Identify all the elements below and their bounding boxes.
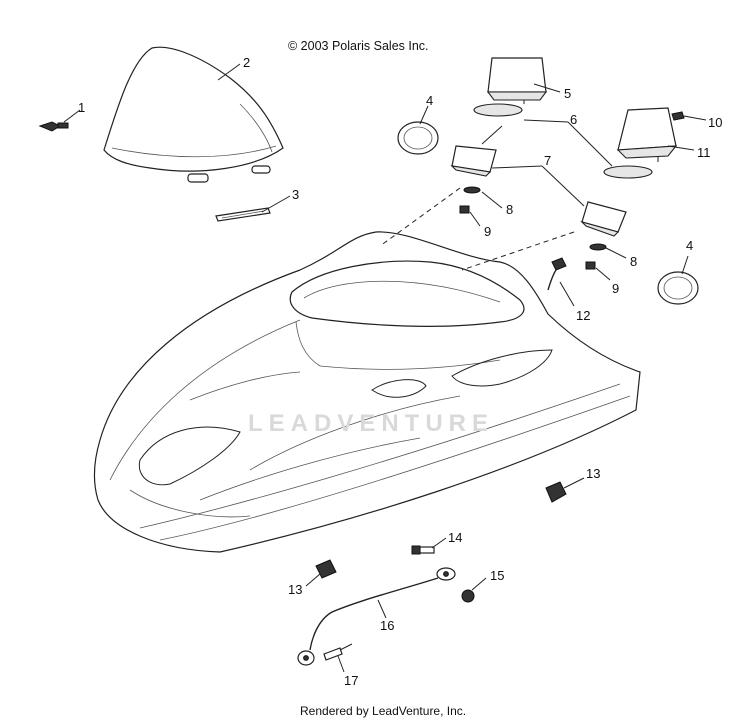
callout-13-right: 13 [586, 466, 601, 481]
callout-5: 5 [564, 86, 572, 101]
switch-12 [547, 257, 567, 291]
nut-9a [459, 205, 470, 214]
callout-11: 11 [697, 145, 711, 160]
callout-13-left: 13 [288, 582, 303, 597]
screw-10 [671, 111, 685, 121]
seal-strip [215, 207, 271, 222]
callout-8-left: 8 [506, 202, 514, 217]
clip-13a [545, 481, 567, 503]
gauge-housing-right [580, 201, 627, 237]
callout-6: 6 [570, 112, 578, 127]
tether-cable [297, 567, 456, 666]
callout-12: 12 [576, 308, 591, 323]
callout-2: 2 [243, 55, 251, 70]
gauge-5 [486, 57, 548, 104]
gauge-bezel-right [657, 271, 699, 305]
gauge-housing-left [450, 145, 497, 177]
assembly-line-left [379, 187, 461, 247]
rivet-17 [323, 643, 353, 661]
callout-4-left: 4 [426, 93, 434, 108]
watermark: LEADVENTURE [248, 410, 495, 437]
oring-8a [463, 186, 481, 194]
callout-10: 10 [708, 115, 723, 130]
callout-1: 1 [78, 100, 86, 115]
nut-9b [585, 261, 596, 270]
callout-15: 15 [490, 568, 505, 583]
callout-16: 16 [380, 618, 395, 633]
bolt-14 [411, 545, 435, 555]
callout-3: 3 [292, 187, 300, 202]
callout-8-right: 8 [630, 254, 638, 269]
gasket-6b [603, 165, 653, 179]
oring-8b [589, 243, 607, 251]
windshield [103, 46, 284, 183]
gasket-6a [473, 103, 523, 117]
leader-lines [63, 63, 707, 673]
hood-body [93, 231, 641, 553]
assembly-line-right [461, 231, 575, 271]
callout-4-right: 4 [686, 238, 694, 253]
gauge-bezel-left [397, 121, 439, 155]
rendered-by-text: Rendered by LeadVenture, Inc. [300, 704, 467, 718]
screw-part [38, 121, 69, 132]
callout-9-left: 9 [484, 224, 492, 239]
callout-14: 14 [448, 530, 463, 545]
nut-15 [461, 589, 475, 603]
callout-9-right: 9 [612, 281, 620, 296]
gauge-11 [616, 107, 678, 162]
copyright-text: © 2003 Polaris Sales Inc. [288, 39, 429, 53]
callout-17: 17 [344, 673, 359, 688]
callout-7: 7 [544, 153, 552, 168]
